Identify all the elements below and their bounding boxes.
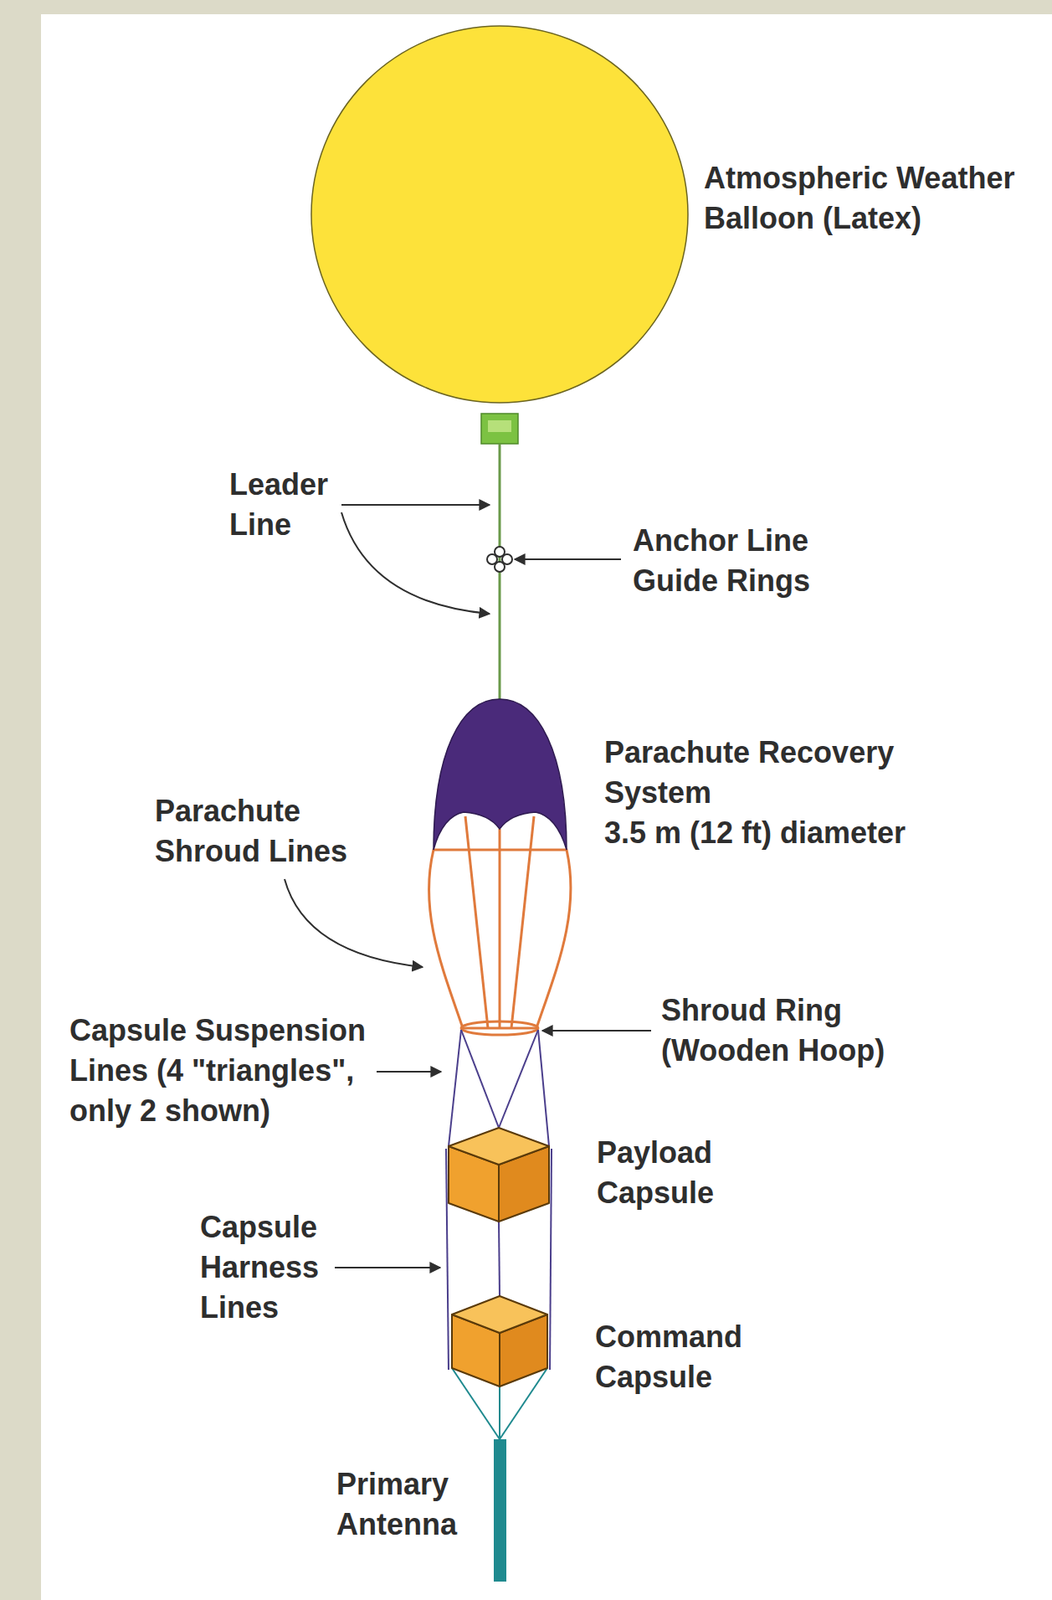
guide-rings bbox=[487, 546, 513, 572]
part-label: Atmospheric Weather Balloon (Latex) bbox=[703, 158, 1015, 239]
callout-arrow bbox=[376, 1070, 442, 1073]
part-label: Capsule Harness Lines bbox=[200, 1206, 319, 1328]
balloon-neck bbox=[481, 413, 519, 444]
part-label: Capsule Suspension Lines (4 "triangles",… bbox=[69, 1010, 366, 1131]
antenna-line bbox=[498, 1385, 501, 1439]
leader-line bbox=[498, 443, 502, 704]
part-label: Parachute Recovery System 3.5 m (12 ft) … bbox=[604, 732, 906, 853]
balloon-neck-highlight bbox=[487, 420, 512, 432]
primary-antenna bbox=[493, 1438, 507, 1581]
callout-arrow bbox=[514, 558, 621, 560]
suspension-line bbox=[461, 1029, 499, 1128]
command-capsule bbox=[451, 1295, 548, 1386]
callout-arrow bbox=[341, 512, 490, 614]
latex-balloon bbox=[311, 25, 688, 403]
harness-line bbox=[549, 1148, 552, 1370]
suspension-line bbox=[448, 1029, 462, 1146]
callout-arrow bbox=[284, 878, 423, 967]
shroud-line bbox=[465, 815, 488, 1028]
part-label: Shroud Ring (Wooden Hoop) bbox=[661, 990, 885, 1071]
part-label: Leader Line bbox=[229, 464, 329, 545]
part-label: Primary Antenna bbox=[336, 1463, 457, 1545]
parachute-canopy bbox=[433, 698, 567, 850]
part-label: Anchor Line Guide Rings bbox=[632, 520, 811, 601]
guide-ring bbox=[487, 554, 498, 565]
guide-ring bbox=[502, 554, 513, 565]
harness-line bbox=[498, 1221, 500, 1296]
part-label: Payload Capsule bbox=[596, 1132, 714, 1213]
shroud-ring bbox=[461, 1021, 539, 1035]
callout-arrow bbox=[334, 1266, 441, 1268]
payload-capsule bbox=[448, 1127, 550, 1222]
white-panel bbox=[41, 14, 1052, 1600]
suspension-line bbox=[498, 1029, 539, 1128]
callout-arrow bbox=[542, 1029, 652, 1032]
capsule-face bbox=[448, 1127, 550, 1165]
callout-arrow bbox=[341, 503, 490, 506]
part-label: Parachute Shroud Lines bbox=[154, 790, 348, 872]
callout-arrows bbox=[284, 504, 652, 1268]
shroud-line bbox=[498, 828, 502, 1028]
shroud-lines bbox=[465, 815, 534, 1028]
capsule-face bbox=[451, 1295, 548, 1333]
shroud-line bbox=[511, 815, 534, 1028]
part-label: Command Capsule bbox=[595, 1316, 743, 1397]
suspension-line bbox=[538, 1029, 550, 1146]
